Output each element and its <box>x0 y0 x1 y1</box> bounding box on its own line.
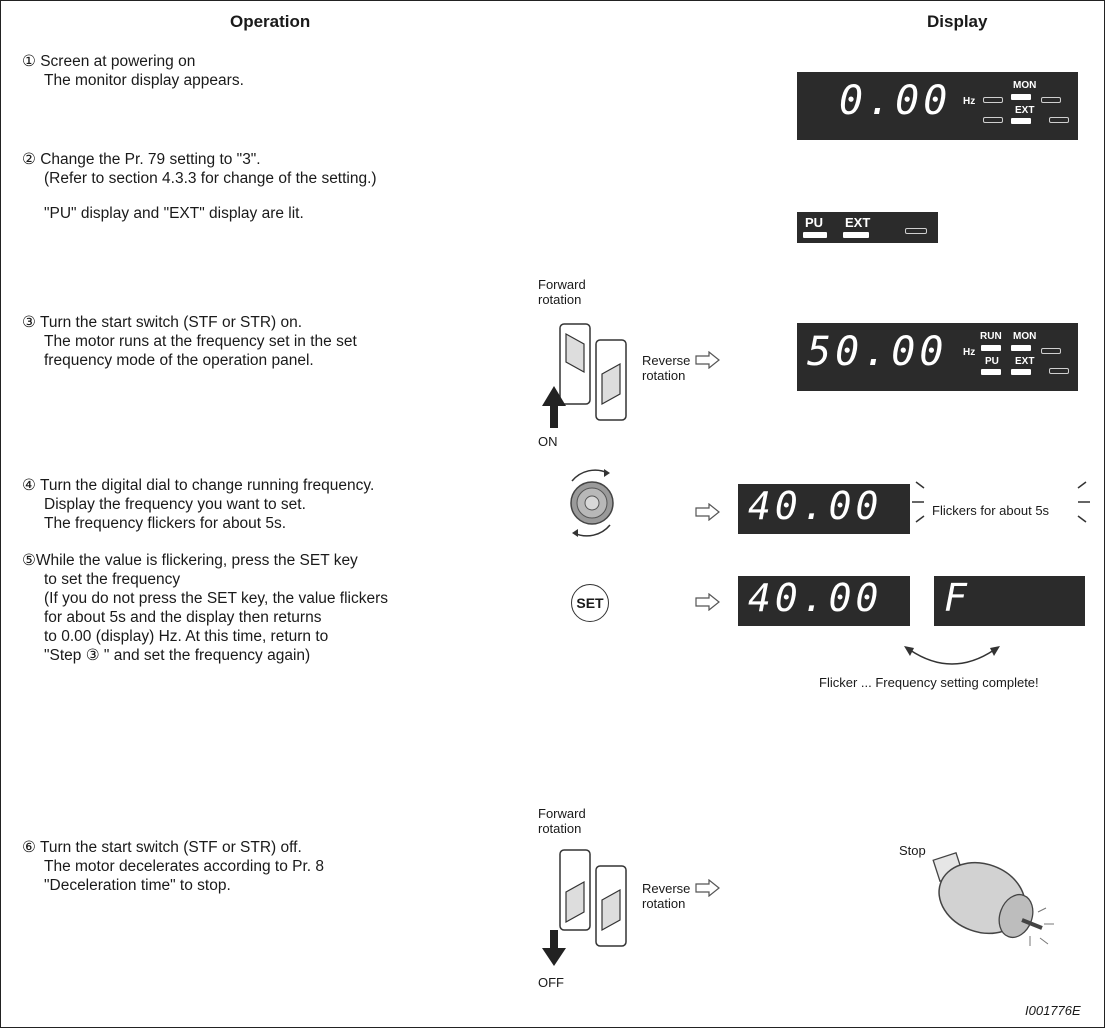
digital-dial-icon <box>552 463 632 543</box>
step-line: Change the Pr. 79 setting to "3". <box>40 151 260 168</box>
hz-label: Hz <box>963 347 975 358</box>
frequency-display-4: 40.00 <box>738 484 910 534</box>
arrow-right-icon <box>695 503 721 521</box>
pu-label: PU <box>805 215 823 230</box>
step-line: Turn the start switch (STF or STR) on. <box>40 314 302 331</box>
step-line: The frequency flickers for about 5s. <box>22 515 286 532</box>
run-lamp <box>981 345 1001 351</box>
ext-lamp <box>843 232 869 238</box>
image-id: I001776E <box>1025 1003 1081 1018</box>
set-complete-display: F <box>934 576 1085 626</box>
on-label: ON <box>538 434 558 449</box>
operation-header: Operation <box>230 12 310 32</box>
pu-ext-display: PU EXT <box>797 212 938 243</box>
step-line: Screen at powering on <box>40 53 195 70</box>
step-number: ⑤ <box>22 552 36 569</box>
step-number: ① <box>22 53 36 70</box>
step-line: Turn the start switch (STF or STR) off. <box>40 839 302 856</box>
arrow-right-icon <box>695 593 721 611</box>
pu-label: PU <box>985 356 999 367</box>
arrow-right-icon <box>695 879 721 897</box>
step-line: (Refer to section 4.3.3 for change of th… <box>22 170 377 187</box>
display-value: 50.00 <box>807 329 947 375</box>
step-line: The monitor display appears. <box>22 72 244 89</box>
display-value: 0.00 <box>839 78 951 124</box>
hz-lamp <box>983 97 1003 103</box>
pu-lamp <box>803 232 827 238</box>
step-line: for about 5s and the display then return… <box>22 609 321 626</box>
step-2: ② Change the Pr. 79 setting to "3". (Ref… <box>22 150 377 188</box>
lamp <box>1041 348 1061 354</box>
hz-label: Hz <box>963 96 975 107</box>
step-6: ⑥ Turn the start switch (STF or STR) off… <box>22 838 324 895</box>
step-line: "Step ③ " and set the frequency again) <box>22 647 310 664</box>
mon-lamp <box>1011 94 1031 100</box>
step-line: The motor decelerates according to Pr. 8 <box>22 858 324 875</box>
step-line: Turn the digital dial to change running … <box>40 477 374 494</box>
lamp <box>1049 117 1069 123</box>
mon-label: MON <box>1013 331 1036 342</box>
lamp <box>1049 368 1069 374</box>
step-line: frequency mode of the operation panel. <box>22 352 314 369</box>
step-line: (If you do not press the SET key, the va… <box>22 590 388 607</box>
off-label: OFF <box>538 975 564 990</box>
monitor-display-1: 0.00 Hz MON EXT <box>797 72 1078 140</box>
step-3: ③ Turn the start switch (STF or STR) on.… <box>22 313 357 370</box>
flicker-arrow-icon <box>898 640 1006 670</box>
run-label: RUN <box>980 331 1002 342</box>
step-line: While the value is flickering, press the… <box>36 552 358 569</box>
step-4: ④ Turn the digital dial to change runnin… <box>22 476 374 533</box>
lamp <box>905 228 927 234</box>
step-1: ① Screen at powering on The monitor disp… <box>22 52 244 90</box>
pu-lamp <box>981 369 1001 375</box>
flicker-marks-left-icon <box>910 476 934 542</box>
step-line: The motor runs at the frequency set in t… <box>22 333 357 350</box>
step-line: to 0.00 (display) Hz. At this time, retu… <box>22 628 328 645</box>
display-value: 40.00 <box>748 576 882 620</box>
display-header: Display <box>927 12 987 32</box>
step-number: ④ <box>22 477 36 494</box>
ext-lamp <box>1011 369 1031 375</box>
flicker-note: Flickers for about 5s <box>932 503 1049 518</box>
start-switch-off-icon <box>532 836 642 966</box>
arrow-right-icon <box>695 351 721 369</box>
lamp <box>983 117 1003 123</box>
step-number: ② <box>22 151 36 168</box>
setting-complete-note: Flicker ... Frequency setting complete! <box>819 675 1039 690</box>
motor-icon <box>918 840 1068 950</box>
step-number: ③ <box>22 314 36 331</box>
mon-lamp <box>1011 345 1031 351</box>
step-2-note: "PU" display and "EXT" display are lit. <box>44 204 304 223</box>
ext-label: EXT <box>1015 356 1034 367</box>
step-line: "Deceleration time" to stop. <box>22 877 231 894</box>
display-value: F <box>944 576 971 620</box>
step-line: to set the frequency <box>22 571 180 588</box>
ext-lamp <box>1011 118 1031 124</box>
frequency-display-5: 40.00 <box>738 576 910 626</box>
ext-label: EXT <box>1015 105 1034 116</box>
lamp <box>1041 97 1061 103</box>
set-key-icon: SET <box>571 584 609 622</box>
step-5: ⑤While the value is flickering, press th… <box>22 551 388 665</box>
step-number: ⑥ <box>22 839 36 856</box>
display-value: 40.00 <box>748 484 882 528</box>
monitor-display-3: 50.00 Hz RUN MON PU EXT <box>797 323 1078 391</box>
mon-label: MON <box>1013 80 1036 91</box>
step-line: Display the frequency you want to set. <box>22 496 306 513</box>
ext-label: EXT <box>845 215 870 230</box>
start-switch-on-icon <box>532 310 642 440</box>
flicker-marks-right-icon <box>1068 476 1092 542</box>
